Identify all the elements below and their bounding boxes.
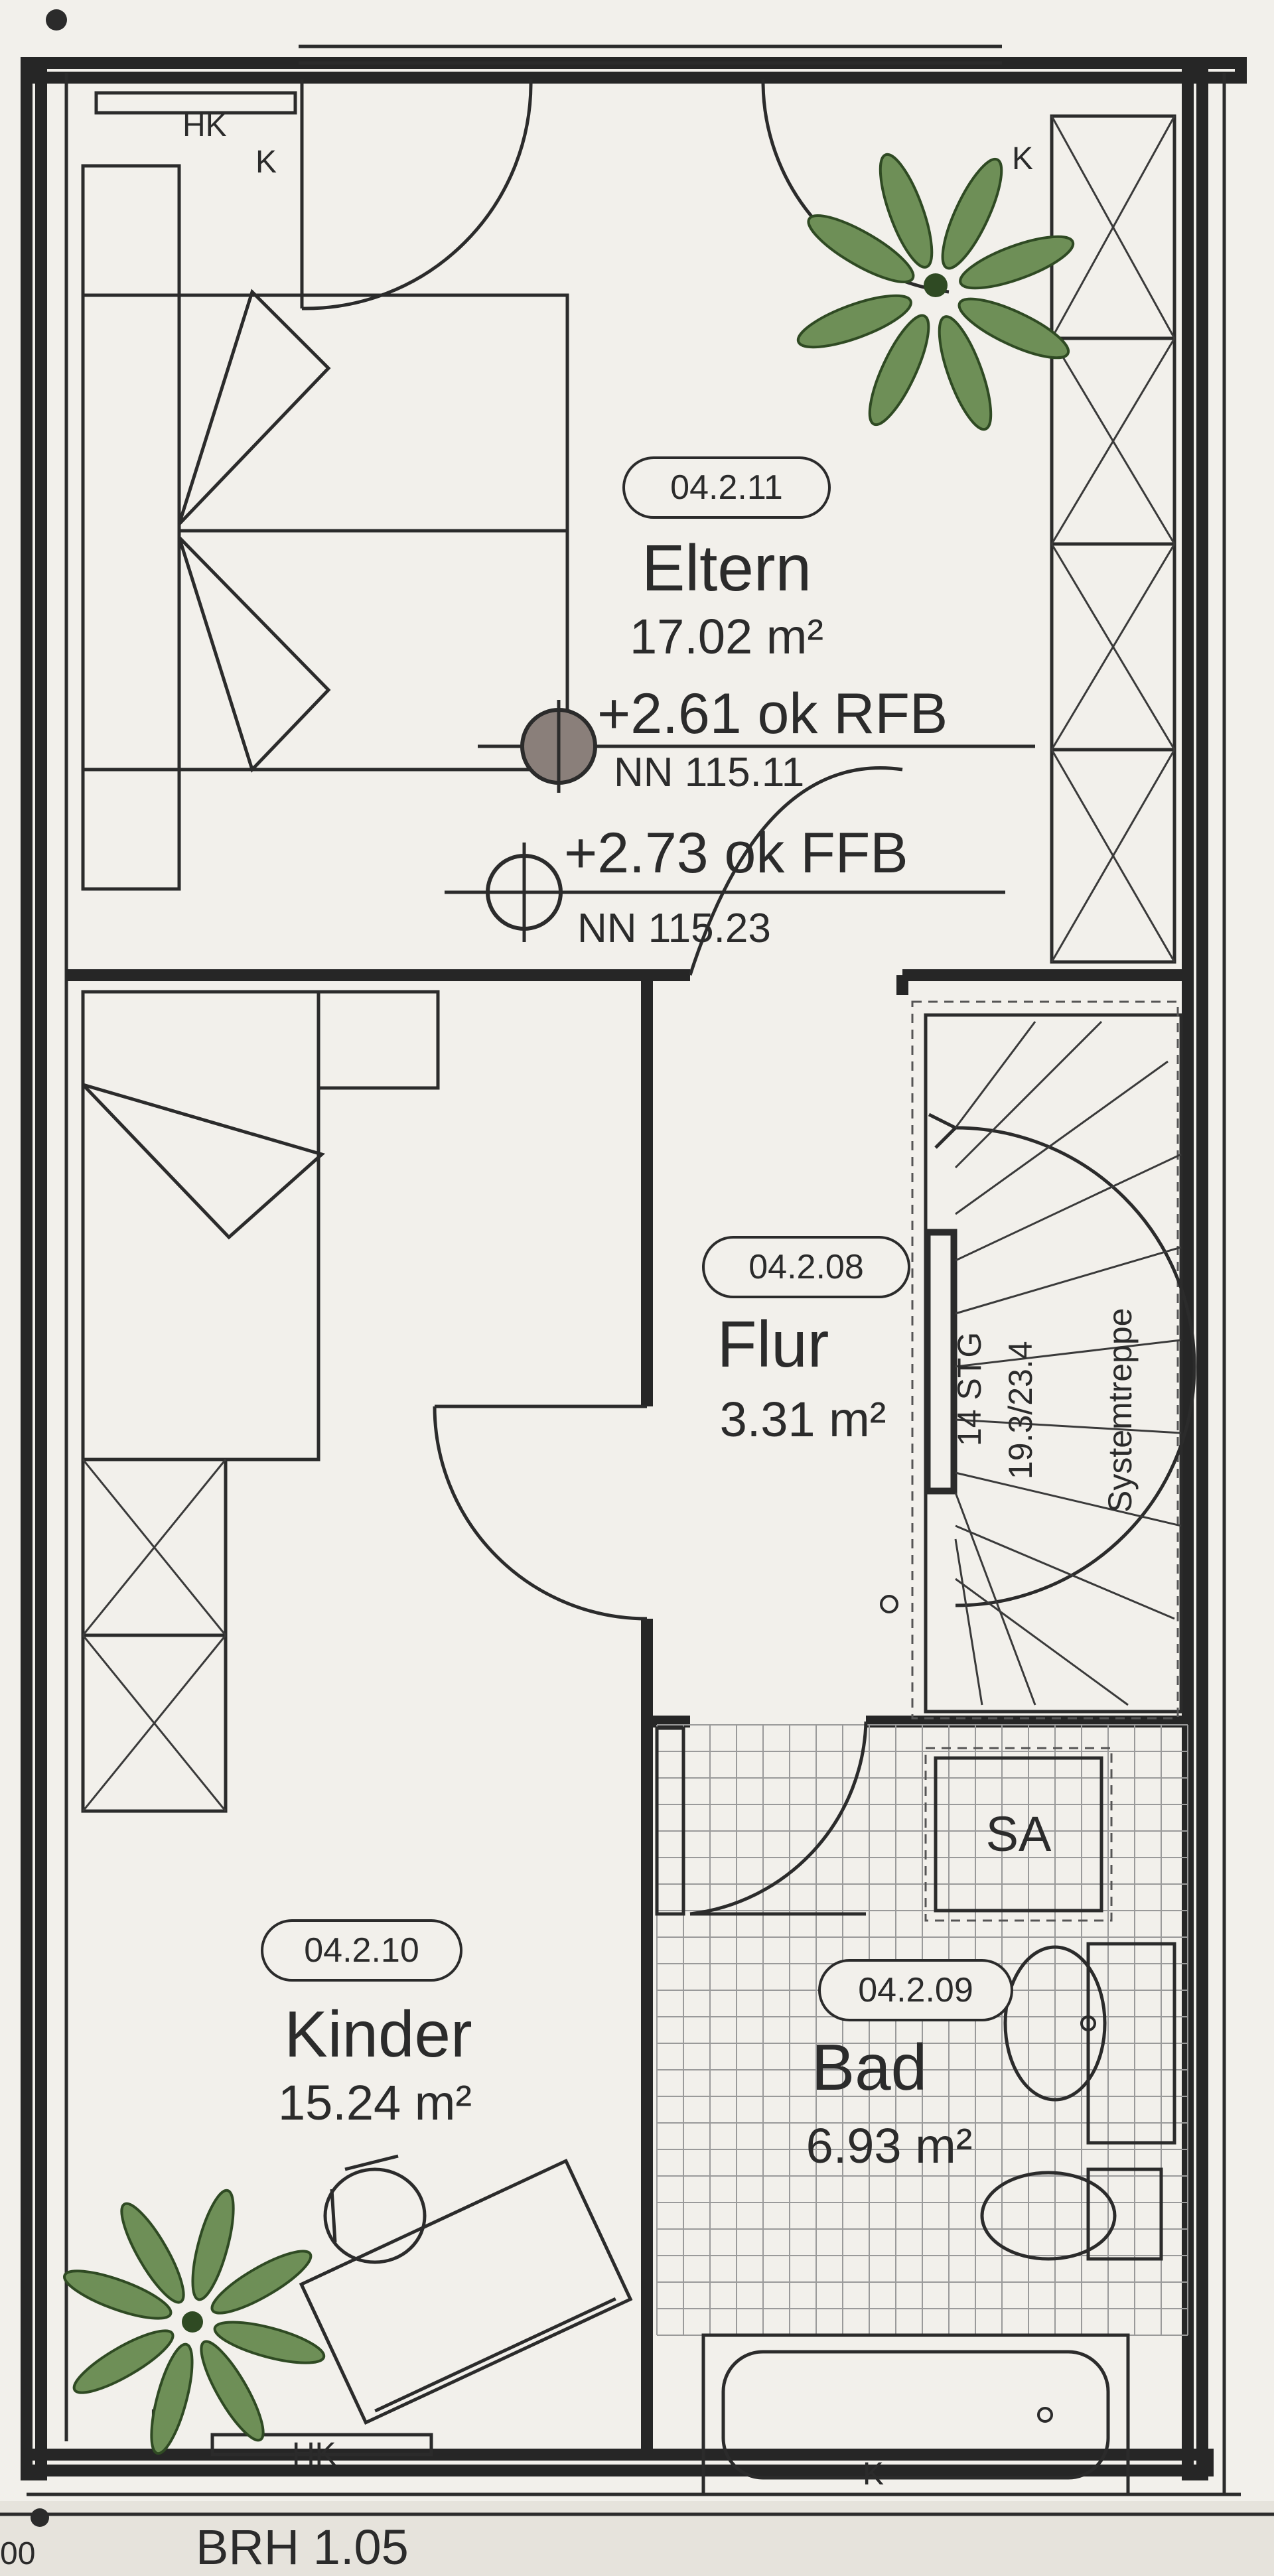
bath-tiles: [656, 1724, 1188, 2336]
heater-label: HK: [182, 108, 227, 143]
room-name: Eltern: [642, 531, 812, 604]
flur-label: 04.2.08 Flur 3.31 m²: [702, 1236, 910, 1447]
room-id: 04.2.10: [304, 1931, 419, 1970]
edge-label: 00: [0, 2536, 35, 2571]
room-area: 15.24 m²: [278, 2075, 472, 2130]
bath: SA K: [655, 1721, 1188, 2496]
plant-icon: [796, 153, 1075, 431]
k-label-top-left: K: [255, 145, 277, 180]
wardrobe: [1050, 114, 1176, 964]
room-name: Flur: [717, 1308, 829, 1381]
level-ffb: +2.73 ok FFB: [564, 821, 908, 885]
nn-ffb: NN 115.23: [577, 906, 771, 951]
room-id-badge: [261, 1919, 462, 1982]
room-area: 17.02 m²: [630, 609, 823, 664]
kinder-label: 04.2.10 Kinder 15.24 m²: [261, 1919, 472, 2130]
eltern-label: 04.2.11 Eltern 17.02 m²: [622, 456, 831, 664]
room-id: 04.2.08: [748, 1248, 864, 1286]
room-id-badge: [622, 456, 831, 519]
level-marks: +2.61 ok RFB NN 115.11 +2.73 ok FFB NN 1…: [445, 682, 1035, 976]
room-id: 04.2.11: [670, 468, 783, 507]
bad-label: 04.2.09 Bad 6.93 m²: [806, 1959, 1013, 2173]
room-name: Kinder: [284, 1998, 472, 2070]
room-name: Bad: [812, 2031, 927, 2104]
nn-rfb: NN 115.11: [614, 750, 804, 795]
room-id-badge: [702, 1236, 910, 1298]
bottom-strip: BRH 1.05 00: [0, 9, 1274, 2576]
heater-label-bottom: HK: [292, 2437, 336, 2472]
stair-steps: 14 STG: [951, 1332, 988, 1446]
room-area: 3.31 m²: [720, 1392, 886, 1447]
shower-label: SA: [986, 1806, 1052, 1862]
k-label-bath: K: [863, 2457, 884, 2492]
room-area: 6.93 m²: [806, 2118, 973, 2173]
brh-label: BRH 1.05: [196, 2520, 409, 2575]
stair-label: Systemtreppe: [1101, 1308, 1139, 1513]
kinder-furniture: HK K: [81, 990, 648, 2472]
room-id: 04.2.09: [858, 1971, 973, 2009]
level-rfb: +2.61 ok RFB: [597, 682, 948, 746]
room-id-badge: [818, 1959, 1013, 2021]
k-label-top-right: K: [1012, 141, 1033, 176]
plant-icon: [63, 2189, 326, 2455]
stair: 14 STG 19.3/23.4 Systemtreppe: [880, 1000, 1196, 1720]
eltern-furniture: HK K K: [81, 79, 1176, 964]
stair-dims: 19.3/23.4: [1002, 1341, 1039, 1479]
